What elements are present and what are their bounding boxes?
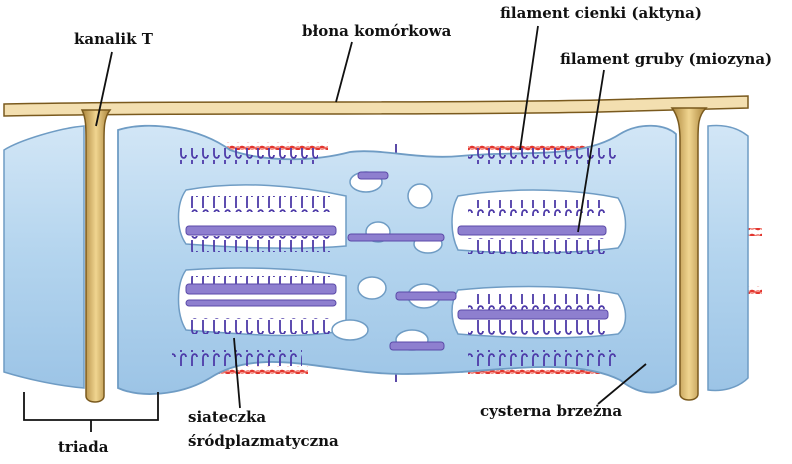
myosin-filament: [186, 284, 336, 294]
t-tubule-right: [672, 108, 706, 400]
myosin-filament: [358, 172, 388, 179]
label-t-tubule: kanalik T: [74, 30, 154, 48]
myosin-filament: [348, 234, 444, 241]
myosin-filament: [390, 342, 444, 350]
myosin-head-row: [178, 148, 318, 164]
network-hole: [408, 184, 432, 208]
myosin-head-row: [190, 318, 330, 334]
myosin-head-row: [468, 238, 608, 254]
myosin-head-row: [468, 350, 618, 366]
myosin-head-row: [468, 200, 608, 216]
myosin-head-row: [468, 148, 618, 164]
reticulum-left-segment: [4, 126, 84, 388]
myosin-filament: [396, 292, 456, 300]
myosin-filament: [458, 226, 606, 235]
label-triad: triada: [58, 438, 109, 456]
label-cell-membrane: błona komórkowa: [302, 22, 452, 40]
myosin-filament: [186, 300, 336, 306]
myosin-filament: [458, 310, 608, 319]
myosin-head-row: [190, 196, 330, 212]
label-thin-filament: filament cienki (aktyna): [500, 4, 702, 22]
label-reticulum-line2: śródplazmatyczna: [188, 432, 339, 450]
label-terminal-cistern: cysterna brzeżna: [480, 402, 622, 420]
t-tubule-left: [82, 110, 110, 402]
label-reticulum-line1: siateczka: [188, 408, 266, 426]
myosin-head-row: [468, 294, 608, 310]
network-hole: [358, 277, 386, 299]
myosin-head-row: [468, 320, 608, 336]
leader-thin-filament: [520, 26, 538, 150]
cell-membrane: [4, 96, 748, 116]
myosin-head-row: [190, 236, 330, 252]
myosin-filament: [186, 226, 336, 235]
leader-cell-membrane: [336, 42, 352, 102]
reticulum-right-segment: [708, 125, 748, 390]
network-hole: [332, 320, 368, 340]
label-thick-filament: filament gruby (miozyna): [560, 50, 772, 68]
